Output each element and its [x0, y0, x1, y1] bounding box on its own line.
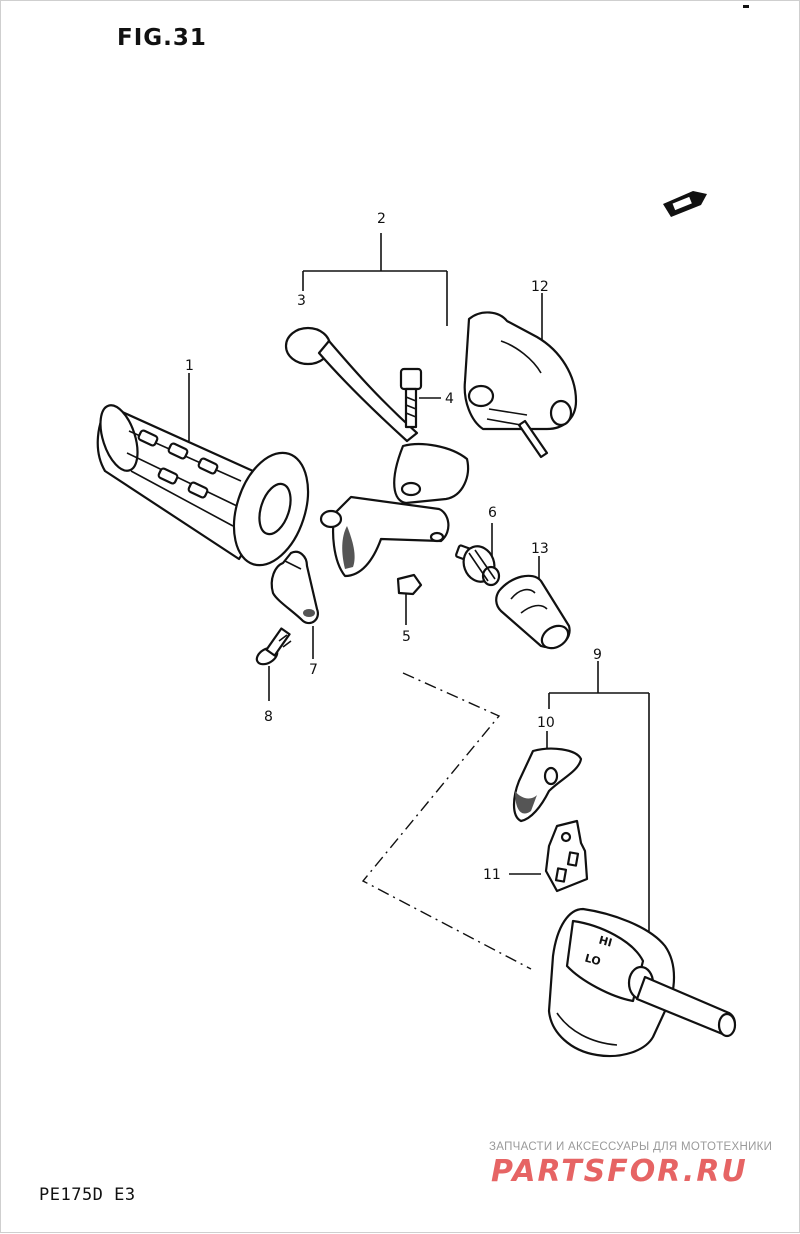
leader-lines-2	[302, 233, 448, 326]
assembly-dashed-lines	[361, 672, 532, 970]
part-label-12: 12	[531, 279, 549, 295]
part-label-1: 1	[185, 358, 194, 374]
switch-hi-label: HI	[597, 934, 613, 950]
part-label-2: 2	[377, 211, 386, 227]
part-label-7: 7	[309, 662, 318, 678]
part-label-11: 11	[483, 867, 501, 883]
handlebar-grip	[96, 404, 310, 567]
switch-contact-plate	[544, 819, 589, 893]
switch-lo-label: LO	[583, 952, 602, 969]
model-code: PE175D E3	[39, 1185, 136, 1205]
part-label-8: 8	[264, 709, 273, 725]
dimmer-knob	[512, 747, 583, 823]
lever-holder	[319, 495, 450, 578]
cable-adjuster	[455, 544, 501, 587]
grip-clamp	[270, 550, 319, 625]
direction-arrow-icon	[663, 191, 707, 217]
part-label-9: 9	[593, 647, 602, 663]
lever-cover	[463, 311, 578, 459]
part-label-3: 3	[297, 293, 306, 309]
part-label-13: 13	[531, 541, 549, 557]
part-label-5: 5	[402, 629, 411, 645]
dimmer-switch-housing: HI LO	[547, 907, 737, 1058]
figure-title: FIG.31	[117, 25, 207, 51]
watermark-logo-text: PARTSFOR.RU	[491, 1154, 748, 1189]
watermark-subtitle: ЗАПЧАСТИ И АКСЕССУАРЫ ДЛЯ МОТОТЕХНИКИ	[489, 1141, 773, 1153]
adjuster-boot	[495, 574, 571, 650]
leader-lines-9	[548, 661, 650, 931]
clutch-lever	[284, 326, 470, 505]
pivot-bolt	[399, 367, 423, 429]
part-label-4: 4	[445, 391, 454, 407]
corner-mark	[743, 5, 749, 8]
clamp-screw	[255, 627, 292, 666]
watermark-logo: PARTSFOR.RU	[491, 1154, 748, 1189]
part-label-10: 10	[537, 715, 555, 731]
part-label-6: 6	[488, 505, 497, 521]
lever-nut	[396, 573, 423, 596]
